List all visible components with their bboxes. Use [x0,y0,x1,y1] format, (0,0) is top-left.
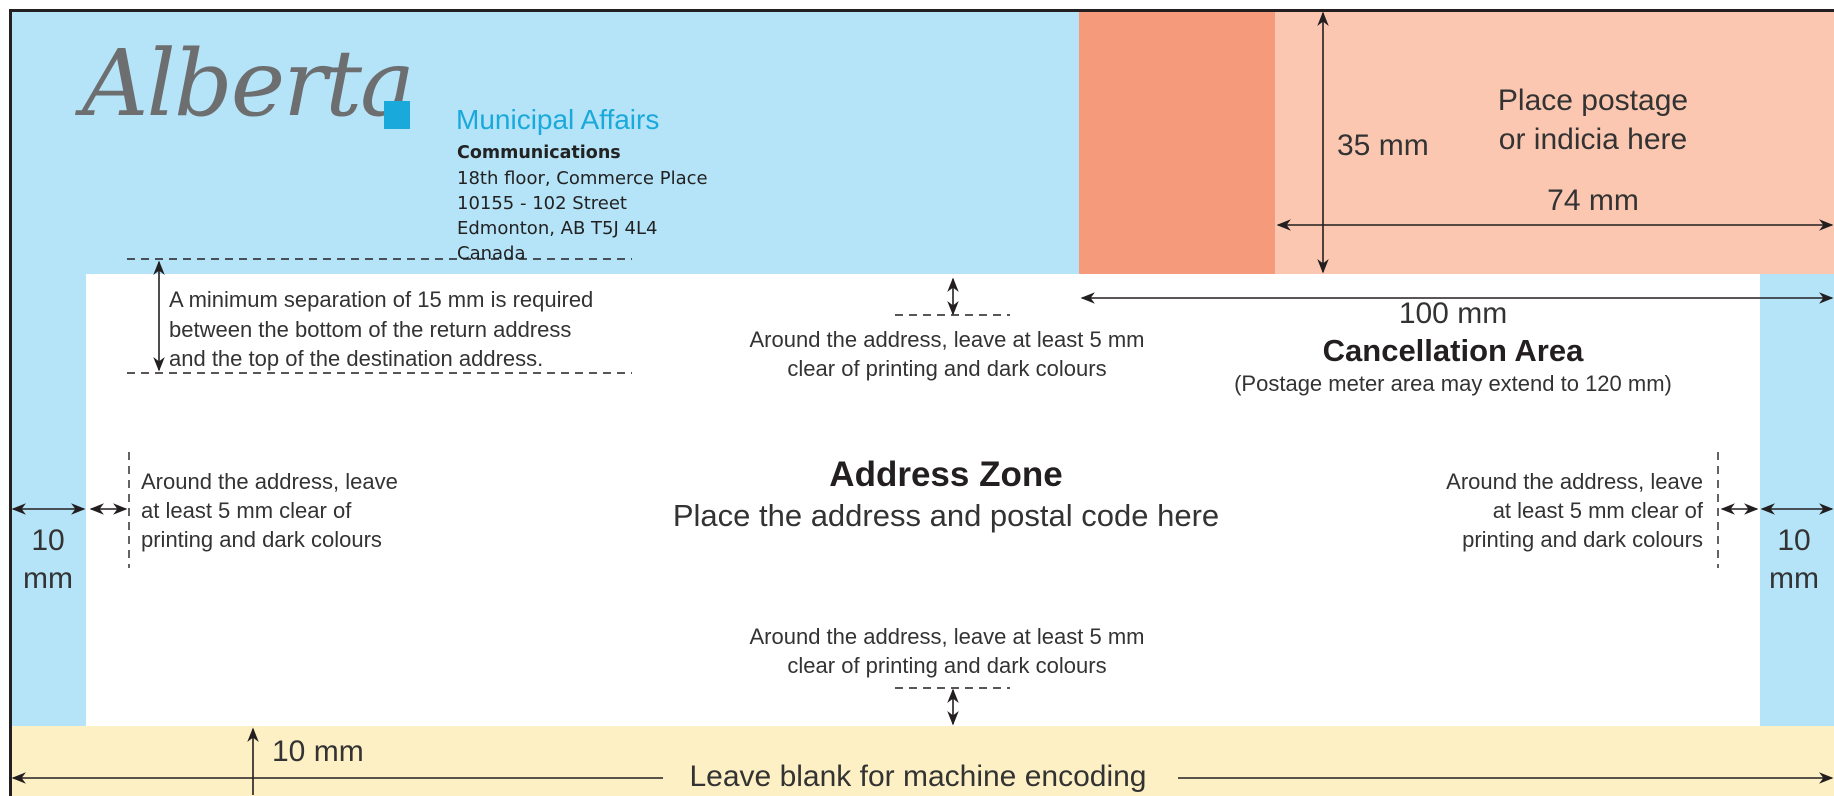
address-zone-title: Address Zone [829,455,1063,494]
bottom-band-label: Leave blank for machine encoding [668,760,1168,794]
separation-note-line-3: and the top of the destination address. [169,346,544,371]
ministry-name: Municipal Affairs [456,104,660,135]
return-address-zone [10,10,1079,274]
cancellation-title: Cancellation Area [1322,333,1584,368]
clear-left-line-1: Around the address, leave [141,469,398,494]
right-margin-unit: mm [1769,562,1819,595]
clear-right-line-1: Around the address, leave [1446,469,1703,494]
alberta-wordmark: Alberta [82,30,415,137]
address-line-2: 10155 - 102 Street [457,193,627,214]
clear-bottom-line-2: clear of printing and dark colours [787,653,1107,678]
postage-label-line-1: Place postage [1497,84,1689,117]
postage-label-line-2: or indicia here [1498,123,1688,156]
cancellation-note: (Postage meter area may extend to 120 mm… [1234,371,1672,396]
clear-right-line-2: at least 5 mm clear of [1492,498,1703,523]
left-margin-value: 10 [31,524,65,557]
clear-left-line-2: at least 5 mm clear of [141,498,352,523]
clear-top-line-1: Around the address, leave at least 5 mm [749,327,1145,352]
postage-height-label: 35 mm [1337,129,1429,162]
clear-left-line-3: printing and dark colours [141,527,382,552]
bottom-band-height-label: 10 mm [272,735,364,768]
left-margin-unit: mm [23,562,73,595]
right-margin-value: 10 [1777,524,1811,557]
envelope-border [9,9,1834,796]
address-line-4: Canada [457,243,526,264]
alberta-square-icon [384,101,410,129]
clear-bottom-line-1: Around the address, leave at least 5 mm [749,624,1145,649]
address-line-1: 18th floor, Commerce Place [457,168,708,189]
clear-top-line-2: clear of printing and dark colours [787,356,1107,381]
cancellation-width-label: 100 mm [1398,297,1508,330]
postage-width-label: 74 mm [1547,184,1639,217]
separation-note-line-1: A minimum separation of 15 mm is require… [169,287,594,312]
separation-note-line-2: between the bottom of the return address [169,317,572,342]
address-line-3: Edmonton, AB T5J 4L4 [457,218,658,239]
postage-dark-zone [1079,10,1275,274]
address-zone-subtitle: Place the address and postal code here [672,498,1220,533]
right-margin-zone [1760,274,1834,726]
left-margin-zone [10,274,86,726]
department-name: Communications [457,143,621,163]
clear-right-line-3: printing and dark colours [1462,527,1703,552]
